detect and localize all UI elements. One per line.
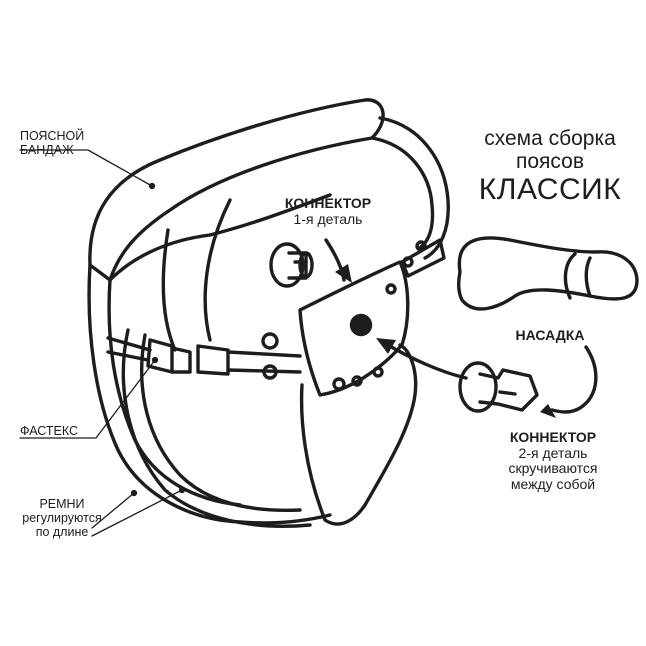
connector-part-2 <box>458 361 539 413</box>
label-connector-2-title: КОННЕКТОР <box>509 429 597 445</box>
arrow-nozzle <box>550 345 598 414</box>
label-connector-2-line-2: 2-я деталь <box>518 444 588 461</box>
title-line-3: КЛАССИК <box>478 173 622 207</box>
nozzle-attachment <box>456 236 639 311</box>
leader-lines <box>19 149 186 537</box>
leg-straps <box>121 198 312 528</box>
label-connector-2-line-3: скручиваются <box>508 460 598 477</box>
title-line-1: схема сборка <box>484 127 616 150</box>
label-straps: РЕМНИ регулируются по длине <box>12 497 112 539</box>
diagram-title: схема сборка поясов КЛАССИК <box>470 127 630 208</box>
connector-part-1 <box>269 242 314 288</box>
label-connector-1: КОННЕКТОР 1-я деталь <box>268 195 388 227</box>
arrow-plate <box>386 343 468 380</box>
front-plate <box>298 238 446 526</box>
label-fastex: ФАСТЕКС <box>20 424 79 438</box>
fastex-strap <box>106 332 302 380</box>
label-nozzle: НАСАДКА <box>515 327 585 343</box>
label-straps-line-2: регулируются <box>22 511 102 525</box>
arrow-head-plate <box>376 338 396 354</box>
label-straps-line-3: по длине <box>35 525 89 539</box>
arrow-head-nozzle <box>540 404 556 418</box>
label-waist-belt: ПОЯСНОЙ БАНДАЖ <box>20 129 84 157</box>
label-connector-1-title: КОННЕКТОР <box>284 195 372 211</box>
label-straps-line-1: РЕМНИ <box>39 497 85 511</box>
label-waist-belt-line-1: ПОЯСНОЙ <box>20 129 85 143</box>
title-line-2: поясов <box>516 150 584 174</box>
label-connector-2-line-4: между собой <box>510 476 596 493</box>
label-connector-2: КОННЕКТОР 2-я деталь скручиваются между … <box>488 429 618 493</box>
arrow-head-connector-1 <box>335 264 352 283</box>
label-connector-1-sub: 1-я деталь <box>293 210 363 227</box>
label-waist-belt-line-2: БАНДАЖ <box>20 143 74 157</box>
